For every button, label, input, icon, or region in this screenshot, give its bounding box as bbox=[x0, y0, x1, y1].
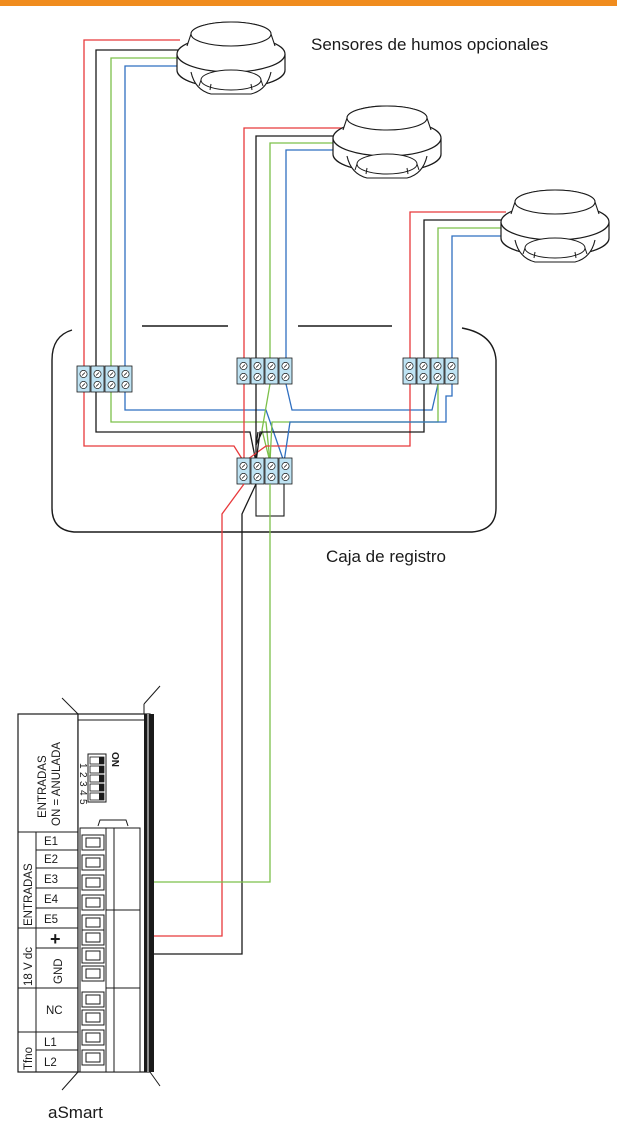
dip-number-5: 5 bbox=[77, 799, 88, 805]
terminal-label-e5: E5 bbox=[44, 914, 58, 926]
terminal-label-e1: E1 bbox=[44, 836, 58, 848]
dip-title-line1: ENTRADAS bbox=[37, 755, 49, 818]
terminal-label-l1: L1 bbox=[44, 1037, 57, 1049]
wires-detector-2 bbox=[243, 127, 350, 358]
wires-to-central-block bbox=[83, 383, 453, 463]
smoke-detector-3 bbox=[500, 189, 610, 263]
wires-detector-1 bbox=[83, 39, 190, 366]
dip-title-line2: ON = ANULADA bbox=[51, 742, 63, 826]
dip-on-label: ON bbox=[109, 752, 120, 767]
wires-detector-3 bbox=[409, 211, 514, 358]
terminal-block-middle bbox=[236, 357, 294, 385]
device-label: aSmart bbox=[48, 1103, 103, 1122]
terminal-label-e4: E4 bbox=[44, 894, 59, 906]
terminal-label-e3: E3 bbox=[44, 874, 58, 886]
dip-number-4: 4 bbox=[77, 790, 88, 796]
terminal-label-e2: E2 bbox=[44, 854, 58, 866]
power-group-label: 18 V dc bbox=[23, 947, 35, 986]
junction-box-label: Caja de registro bbox=[326, 547, 446, 566]
smoke-detector-2 bbox=[332, 105, 442, 179]
phone-group-label: Tfno bbox=[23, 1047, 35, 1070]
terminal-label-l2: L2 bbox=[44, 1057, 57, 1069]
terminal-block-left bbox=[76, 365, 134, 393]
terminal-label-plus: + bbox=[50, 929, 61, 949]
dip-number-2: 2 bbox=[77, 772, 88, 778]
dip-number-3: 3 bbox=[77, 781, 88, 787]
junction-box bbox=[51, 325, 497, 533]
dip-switch: ON 1 2 3 4 5 bbox=[77, 752, 120, 805]
inputs-group-label: ENTRADAS bbox=[23, 863, 35, 926]
asmart-device: ENTRADAS ON = ANULADA ENTRADAS 18 V dc T… bbox=[17, 685, 161, 1091]
wires-to-device bbox=[103, 483, 271, 955]
device-terminals bbox=[81, 834, 105, 1066]
dip-number-1: 1 bbox=[77, 763, 88, 769]
terminal-block-central bbox=[236, 457, 294, 485]
header-bar bbox=[0, 0, 617, 6]
smoke-detector-1 bbox=[176, 21, 286, 95]
terminal-label-nc: NC bbox=[46, 1005, 63, 1017]
sensors-label: Sensores de humos opcionales bbox=[311, 35, 548, 54]
terminal-label-gnd: GND bbox=[53, 958, 65, 984]
terminal-block-right bbox=[402, 357, 460, 385]
